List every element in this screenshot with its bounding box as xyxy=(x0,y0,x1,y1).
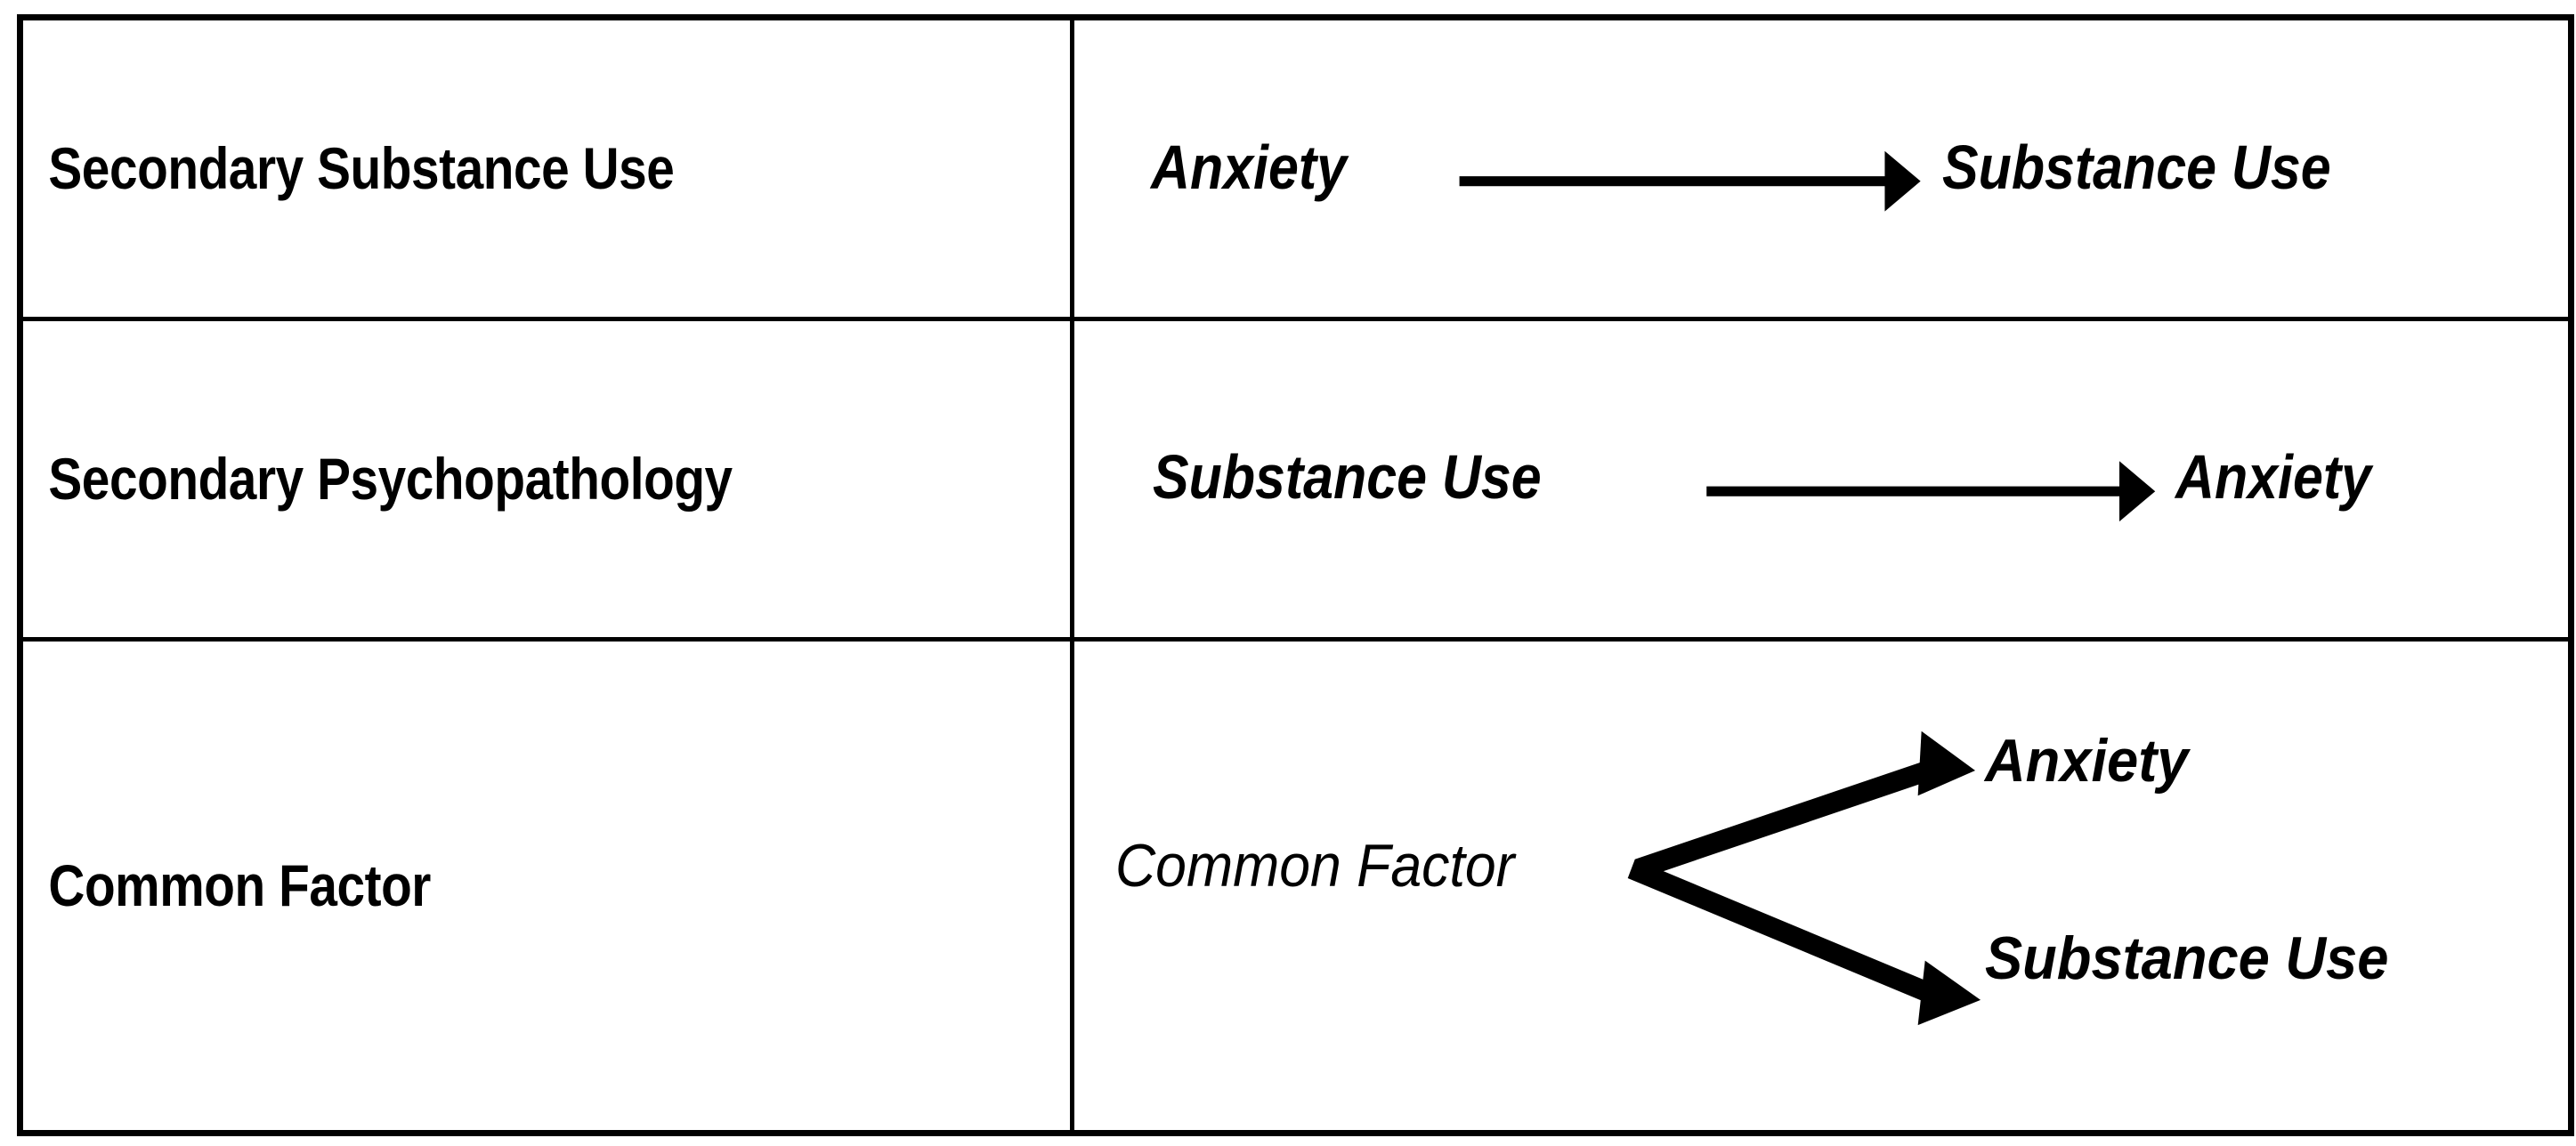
diagram-node-target-substance-use: Substance Use xyxy=(1985,924,2389,992)
diagram-secondary-psychopathology: Substance Use Anxiety xyxy=(1074,321,2568,637)
model-diagram-cell-secondary-substance-use: Anxiety Substance Use xyxy=(1070,14,2574,321)
model-name-cell-common-factor: Common Factor xyxy=(17,637,1074,1136)
diagram-node-target-anxiety: Anxiety xyxy=(1985,727,2189,795)
model-diagram-cell-common-factor: Common Factor Anxiety Substance Use xyxy=(1070,637,2574,1136)
diagram-node-source: Common Factor xyxy=(1115,832,1515,900)
diagram-common-factor: Common Factor Anxiety Substance Use xyxy=(1074,642,2568,1130)
diagram-node-target: Substance Use xyxy=(1942,133,2331,202)
model-diagram-cell-secondary-psychopathology: Substance Use Anxiety xyxy=(1070,317,2574,642)
diagram-secondary-substance-use: Anxiety Substance Use xyxy=(1074,20,2568,317)
model-name-cell-secondary-substance-use: Secondary Substance Use xyxy=(17,14,1074,321)
comorbidity-models-table: Secondary Substance Use Anxiety Substanc… xyxy=(17,14,2574,1136)
model-name-cell-secondary-psychopathology: Secondary Psychopathology xyxy=(17,317,1074,642)
model-name-label: Secondary Psychopathology xyxy=(48,445,733,512)
table-row: Common Factor Common Factor xyxy=(17,637,2574,1136)
diagram-node-target: Anxiety xyxy=(2175,442,2372,512)
table-row: Secondary Psychopathology Substance Use … xyxy=(17,317,2574,642)
diagram-node-source: Substance Use xyxy=(1153,442,1542,512)
model-name-label: Secondary Substance Use xyxy=(48,134,675,201)
table-row: Secondary Substance Use Anxiety Substanc… xyxy=(17,14,2574,321)
model-name-label: Common Factor xyxy=(48,851,431,918)
diagram-node-source: Anxiety xyxy=(1151,133,1348,202)
